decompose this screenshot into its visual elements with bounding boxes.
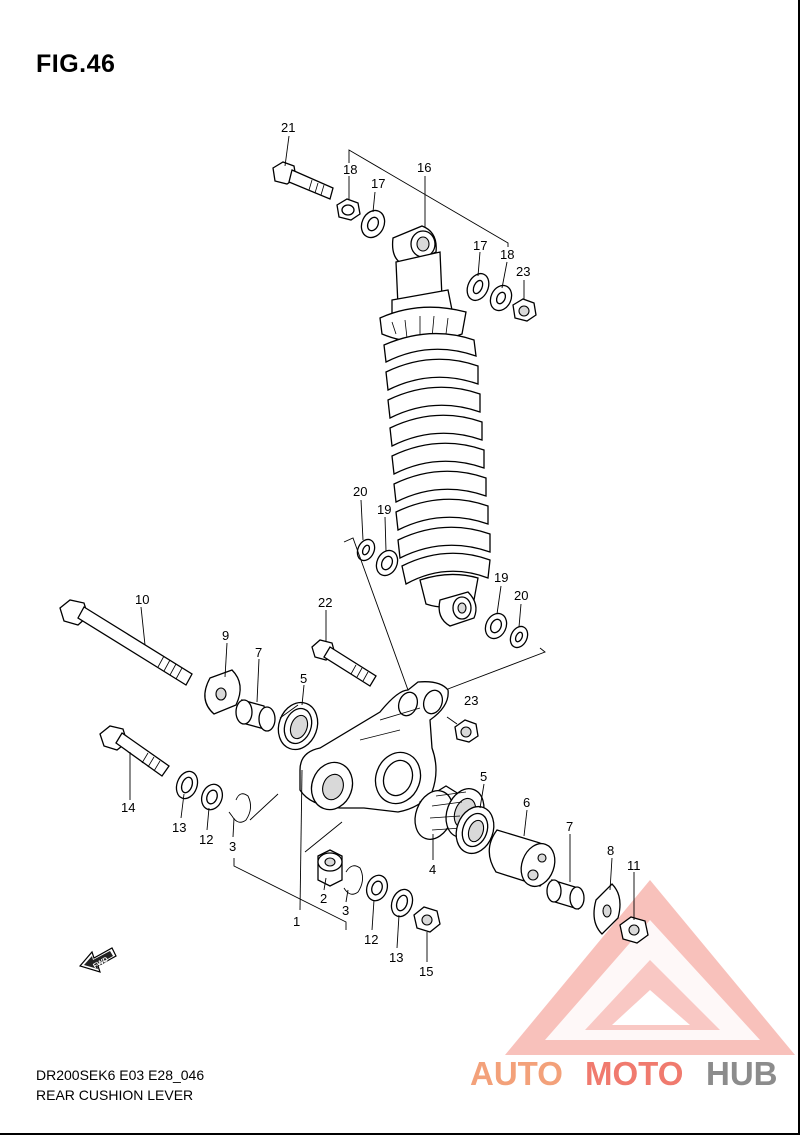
washer-20-right [509,625,529,649]
washer-9 [204,669,241,715]
cushion-lever-1 [299,681,449,813]
spacer-7-upper [235,699,276,732]
callout-6: 6 [523,795,530,810]
bolt-14 [99,725,170,777]
spacer-7-lower [546,879,585,910]
callout-1: 1 [293,914,300,929]
forward-direction-arrow: FWD [78,947,117,973]
washer-19-left [375,549,399,577]
callout-14: 14 [121,800,135,815]
watermark-text-hub: HUB [706,1055,778,1092]
leader-lines [129,135,635,962]
washer-12-upper [200,783,224,811]
callout-7-upper: 7 [255,645,262,660]
model-code-label: DR200SEK6 E03 E28_046 [36,1067,205,1083]
watermark-text-auto: AUTO [470,1055,563,1092]
callout-18-upper: 18 [343,162,357,177]
callout-16: 16 [417,160,431,175]
watermark-logo [505,880,795,1055]
nut-15 [413,906,441,933]
spacer-6 [488,829,556,888]
bolt-21 [272,161,334,200]
callout-11: 11 [627,858,641,873]
nut-18-upper [336,198,361,221]
callout-20-right: 20 [514,588,528,603]
callout-3-lower: 3 [342,903,349,918]
nut-23-lower [454,719,479,743]
callout-3-upper: 3 [229,839,236,854]
rear-shock-absorber-16 [379,225,491,627]
section-name-label: REAR CUSHION LEVER [36,1087,194,1103]
callout-22: 22 [318,595,332,610]
washer-8 [593,883,621,935]
callout-5-upper: 5 [300,671,307,686]
callout-numbers: 21 18 17 16 17 18 23 20 19 19 20 10 9 7 … [121,120,641,979]
callout-23-lower: 23 [464,693,478,708]
callout-5-lower: 5 [480,769,487,784]
callout-17-upper: 17 [371,176,385,191]
nut-18-right [489,284,513,312]
callout-13-lower: 13 [389,950,403,965]
washer-13-upper [175,770,199,800]
callout-10: 10 [135,592,149,607]
washer-17-right [466,272,490,302]
bolt-22 [311,639,377,687]
callout-15: 15 [419,964,433,979]
callout-8: 8 [607,843,614,858]
callout-20-left: 20 [353,484,367,499]
callout-12-upper: 12 [199,832,213,847]
washer-12-lower [365,874,389,902]
callout-12-lower: 12 [364,932,378,947]
bushing-2 [317,849,343,887]
callout-19-right: 19 [494,570,508,585]
oil-seal-5-lower [455,805,495,855]
frame-border-right [798,0,800,1135]
callout-19-left: 19 [377,502,391,517]
callout-4: 4 [429,862,436,877]
callout-13-upper: 13 [172,820,186,835]
callout-9: 9 [222,628,229,643]
figure-title: FIG.46 [36,50,116,78]
frame-border-bottom [0,1133,800,1135]
nut-23-upper [512,298,537,322]
circlip-3-upper [228,793,251,823]
callout-2: 2 [320,891,327,906]
callout-21: 21 [281,120,295,135]
circlip-3-lower [343,865,363,895]
callout-18-right: 18 [500,247,514,262]
callout-17-right: 17 [473,238,487,253]
oil-seal-5-upper [277,701,319,751]
washer-13-lower [390,888,414,918]
callout-7-lower: 7 [566,819,573,834]
washer-19-right [484,612,508,640]
nut-11 [619,916,649,944]
washer-17-upper [360,209,386,239]
watermark-text-moto: MOTO [585,1055,683,1092]
bolt-10 [59,599,193,686]
callout-23-upper: 23 [516,264,530,279]
